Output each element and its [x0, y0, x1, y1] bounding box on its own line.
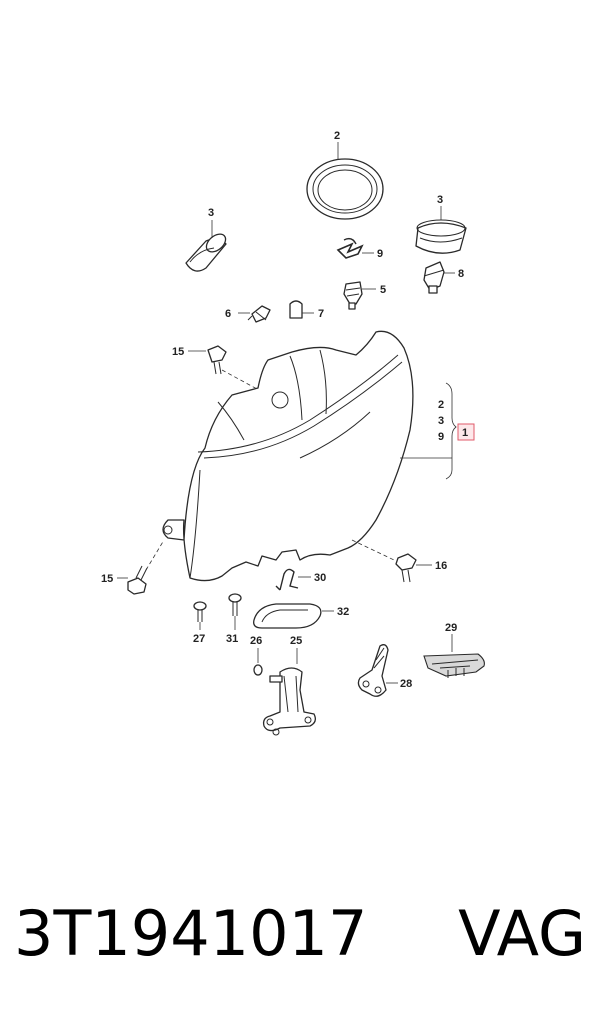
part-2-cover-cap[interactable] [306, 158, 384, 220]
part-5-bulb[interactable] [343, 281, 363, 310]
dashline-15-bottom [145, 539, 165, 571]
callout-32: 32 [337, 606, 349, 618]
callout-15-top: 15 [172, 346, 184, 358]
callout-31: 31 [226, 633, 238, 645]
part-16-bolt[interactable] [395, 553, 417, 583]
callout-16: 16 [435, 560, 447, 572]
callout-29: 29 [445, 622, 457, 634]
callout-28: 28 [400, 678, 412, 690]
part-15-bottom-bolt[interactable] [127, 565, 148, 595]
callout-group-2: 2 [438, 399, 444, 411]
callout-3-left: 3 [208, 207, 214, 219]
part-31-screw[interactable] [228, 593, 242, 616]
brand-name: VAG [458, 897, 586, 970]
part-number: 3T1941017 [14, 897, 368, 970]
part-9-spring-clip[interactable] [336, 237, 364, 259]
part-30-clip[interactable] [275, 568, 299, 591]
callout-1: 1 [462, 427, 468, 439]
callout-30: 30 [314, 572, 326, 584]
callout-26: 26 [250, 635, 262, 647]
callout-7: 7 [318, 308, 324, 320]
part-7-wedge-bulb[interactable] [289, 300, 303, 319]
callout-3-right: 3 [437, 194, 443, 206]
callout-9-clip: 9 [377, 248, 383, 260]
group-bracket [445, 382, 457, 480]
part-27-screw[interactable] [193, 601, 207, 622]
callout-1-highlight-box[interactable] [457, 423, 475, 441]
part-1-headlight-housing[interactable] [162, 330, 414, 582]
dashline-16 [351, 539, 395, 561]
callout-27: 27 [193, 633, 205, 645]
callout-25: 25 [290, 635, 302, 647]
callout-6: 6 [225, 308, 231, 320]
part-28-mounting-bracket[interactable] [357, 644, 389, 697]
callout-5: 5 [380, 284, 386, 296]
callout-group-9: 9 [438, 431, 444, 443]
callout-2-top: 2 [334, 130, 340, 142]
part-6-small-bulb[interactable] [247, 305, 271, 323]
part-3-left-ring[interactable] [185, 231, 229, 272]
part-29-grille[interactable] [423, 653, 485, 678]
callout-group-3: 3 [438, 415, 444, 427]
part-8-bulb-socket[interactable] [423, 261, 445, 294]
part-26-o-ring[interactable] [253, 664, 263, 676]
part-15-top-bolt[interactable] [207, 345, 227, 375]
part-3-right-ring[interactable] [415, 219, 467, 254]
exploded-parts-diagram: 2 3 3 9 8 5 6 [101, 130, 485, 736]
callout-15-bottom: 15 [101, 573, 113, 585]
callout-8: 8 [458, 268, 464, 280]
caption-bar: 3T1941017 VAG [0, 888, 600, 980]
part-32-cover-plate[interactable] [253, 603, 322, 629]
part-25-nozzle-bracket[interactable] [262, 667, 316, 736]
